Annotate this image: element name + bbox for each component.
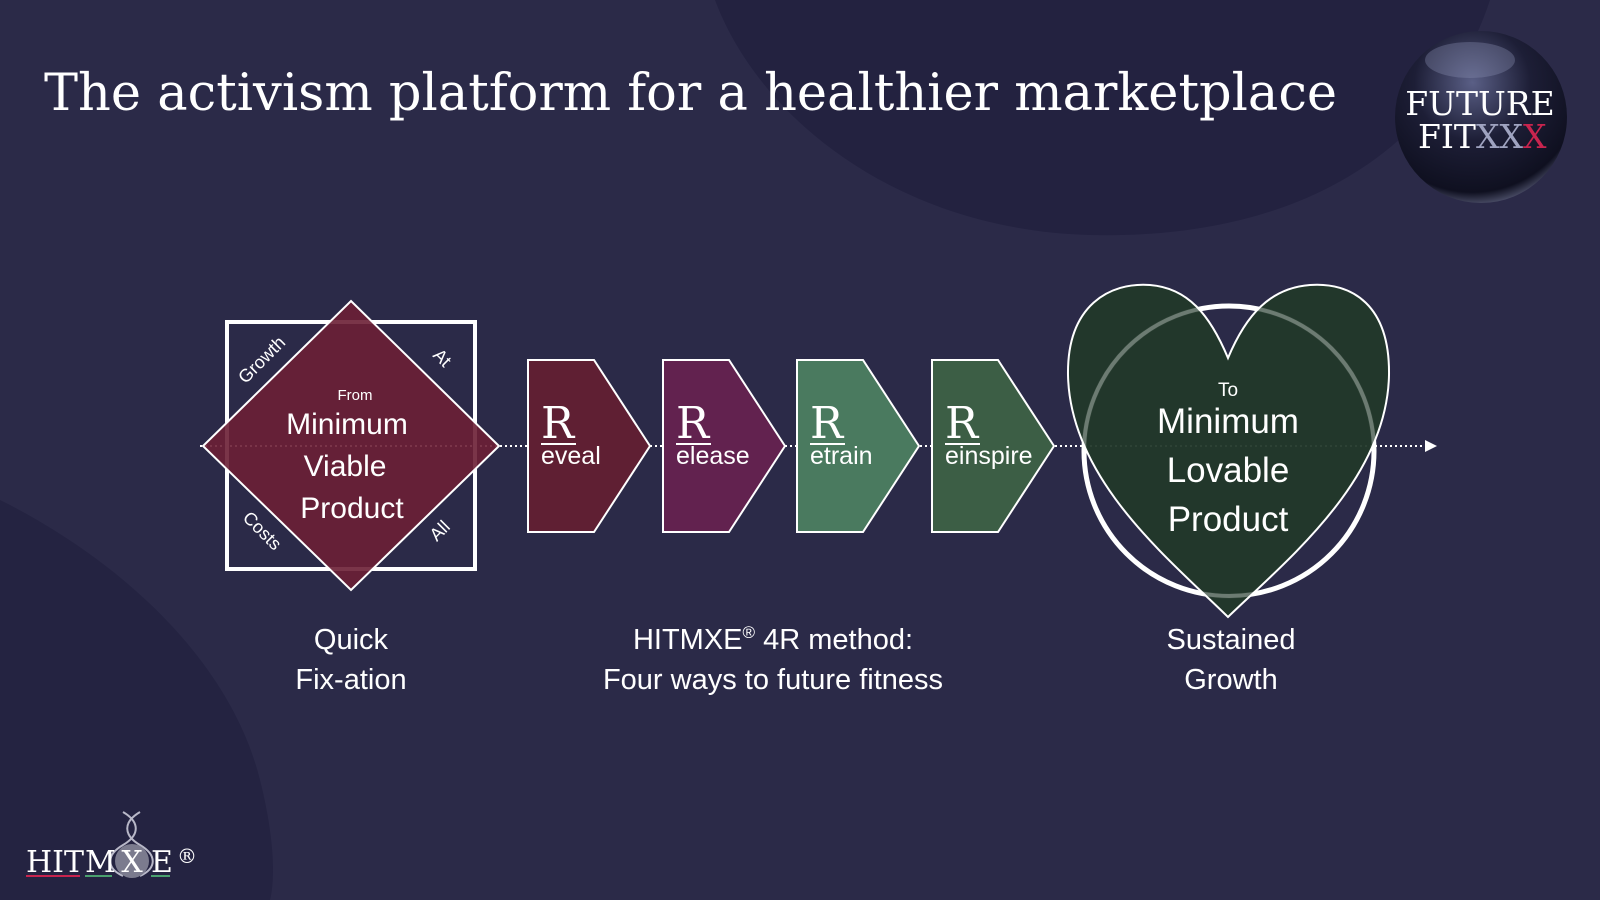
hitmxe-logo: X HIT M E ® [26, 811, 197, 880]
caption-growth: Growth [1184, 664, 1277, 696]
logo-xx: XX [1476, 117, 1523, 156]
step-chevron [931, 359, 1056, 533]
caption-quick: Quick [314, 624, 389, 656]
mvp-corner-at: At [429, 345, 455, 371]
mvp-block: From Minimum Viable Product Growth At Co… [201, 299, 501, 592]
step-initial: R [945, 398, 980, 449]
caption-registered: ® [743, 623, 756, 642]
step-initial: R [541, 398, 576, 449]
step-suffix: elease [676, 442, 750, 470]
slide-title: The activism platform for a healthier ma… [44, 64, 1337, 123]
mvp-line1: Minimum [286, 408, 408, 441]
step-suffix: etrain [810, 442, 873, 470]
logo-line1: FUTURE [1405, 84, 1554, 123]
caption-hitmxe: HITMXE [633, 624, 743, 656]
caption-method: HITMXE® 4R method: [633, 623, 913, 656]
logo-x: X [1523, 117, 1547, 156]
mlp-block: To Minimum Lovable Product [1066, 283, 1391, 619]
mlp-to: To [1218, 380, 1238, 401]
mlp-line3: Product [1168, 500, 1289, 539]
step-initial: R [676, 398, 711, 449]
logo-x: X [121, 845, 143, 880]
mvp-line2: Viable [304, 450, 387, 483]
logo-fit: FIT [1418, 117, 1476, 156]
logo-hit: HIT [26, 845, 84, 880]
caption-fixation: Fix-ation [295, 664, 406, 696]
caption-four-ways: Four ways to future fitness [603, 664, 943, 696]
logo-registered: ® [177, 844, 197, 868]
caption-sustained: Sustained [1167, 624, 1296, 656]
step-suffix: einspire [945, 442, 1033, 470]
mvp-diamond [201, 299, 501, 592]
mvp-corner-all: All [426, 517, 454, 545]
timeline-arrowhead [1425, 440, 1437, 452]
logo-line2: FITXXX [1418, 117, 1547, 156]
dna-icon [109, 811, 154, 877]
step-chevron [527, 359, 652, 533]
background-blob-bottom-left [0, 500, 273, 900]
step-chevron [796, 359, 921, 533]
logo-e: E [151, 845, 173, 880]
logo-m: M [85, 845, 116, 880]
mvp-from: From [338, 387, 373, 404]
mvp-line3: Product [300, 492, 404, 525]
step-chevron [662, 359, 787, 533]
mlp-line2: Lovable [1167, 451, 1290, 490]
mlp-heart [1066, 283, 1391, 619]
step-initial: R [810, 398, 845, 449]
future-fit-logo: FUTURE FITXXX [1395, 31, 1567, 203]
mlp-ring-inner [1082, 304, 1376, 598]
logo-x-circle [115, 844, 149, 878]
logo-sphere [1395, 31, 1567, 203]
caption-method-label: 4R method: [755, 624, 913, 656]
logo-sphere-highlight [1425, 42, 1515, 78]
mlp-line1: Minimum [1157, 402, 1299, 441]
background-blob-top [715, 0, 1490, 236]
step-suffix: eveal [541, 442, 601, 470]
